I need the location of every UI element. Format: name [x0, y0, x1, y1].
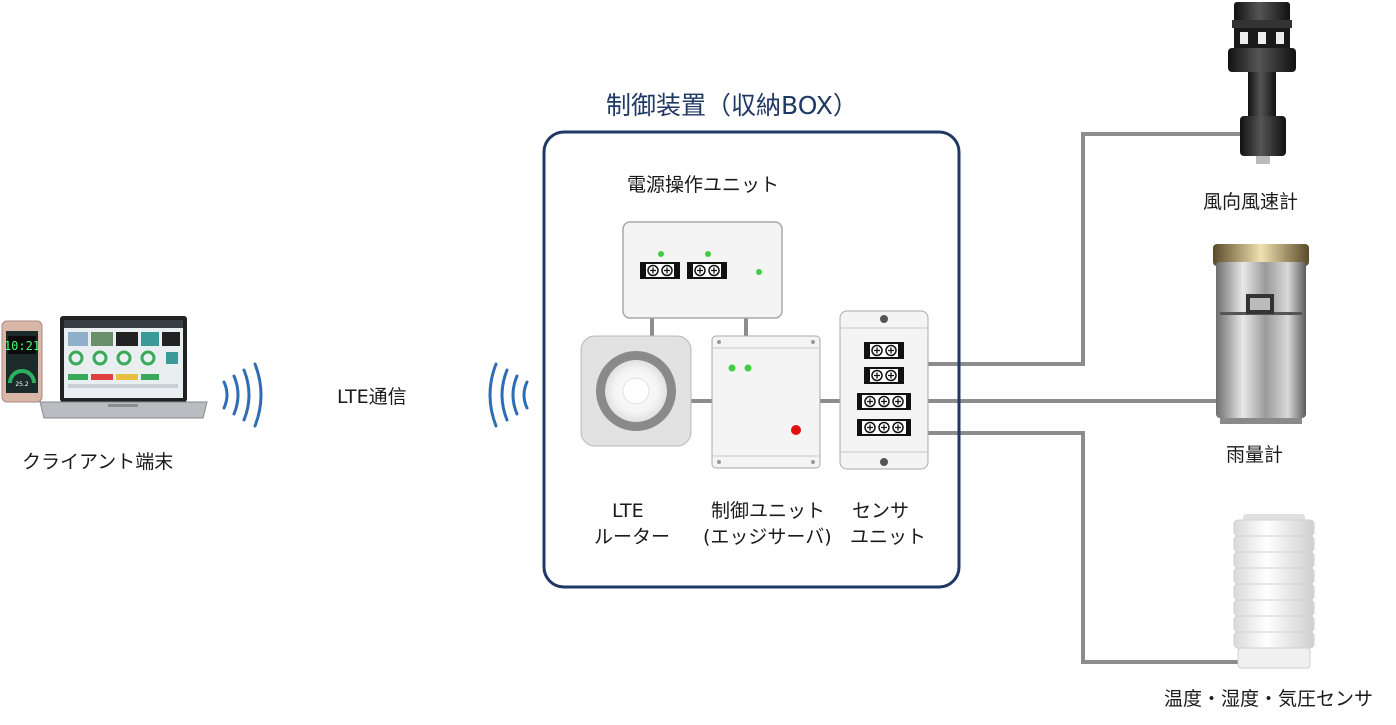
- box-title: 制御装置（収納BOX）: [606, 91, 858, 120]
- label-client: クライアント端末: [22, 451, 174, 473]
- label-control-unit-1: 制御ユニット: [711, 500, 826, 522]
- label-lte-router-2: ルーター: [594, 526, 671, 548]
- lte-router: [580, 335, 692, 447]
- connection-lines: [650, 132, 1240, 664]
- control-box: [542, 130, 961, 589]
- label-control-unit-2: (エッジサーバ): [703, 526, 832, 548]
- label-lte-router-1: LTE: [612, 500, 644, 522]
- label-rain-gauge: 雨量計: [1226, 444, 1284, 466]
- anemometer-image: [1228, 2, 1296, 164]
- terminal-block-icon: [864, 342, 904, 359]
- led-icon: [791, 425, 801, 435]
- thp-sensor-image: [1233, 514, 1315, 669]
- phone-icon: 10:21 25.2: [1, 320, 43, 403]
- label-anemometer: 風向風速計: [1203, 191, 1299, 213]
- terminal-block-icon: [857, 393, 911, 410]
- rain-gauge-image: [1213, 244, 1309, 424]
- terminal-block-icon: [687, 262, 727, 279]
- terminal-block-icon: [640, 262, 680, 279]
- label-sensor-unit-1: センサ: [852, 500, 910, 522]
- terminal-block-icon: [857, 419, 911, 436]
- wifi-waves-icon: [488, 362, 529, 428]
- label-lte-comm: LTE通信: [337, 386, 407, 408]
- wifi-waves-icon: [222, 362, 263, 428]
- label-power-unit: 電源操作ユニット: [627, 174, 780, 196]
- terminal-block-icon: [864, 367, 904, 384]
- sensor-unit: [839, 310, 929, 470]
- label-thp-sensor: 温度・湿度・気圧センサ: [1164, 688, 1374, 710]
- control-unit: [711, 335, 821, 469]
- led-icon: [744, 364, 752, 372]
- line-sensor-anemometer: [928, 132, 1240, 366]
- power-unit: [622, 221, 783, 319]
- led-icon: [728, 364, 736, 372]
- laptop-icon: [39, 316, 208, 419]
- line-sensor-thp: [928, 431, 1238, 664]
- phone-clock: 10:21: [4, 339, 40, 353]
- phone-gauge-value: 25.2: [15, 381, 29, 388]
- label-sensor-unit-2: ユニット: [850, 526, 927, 548]
